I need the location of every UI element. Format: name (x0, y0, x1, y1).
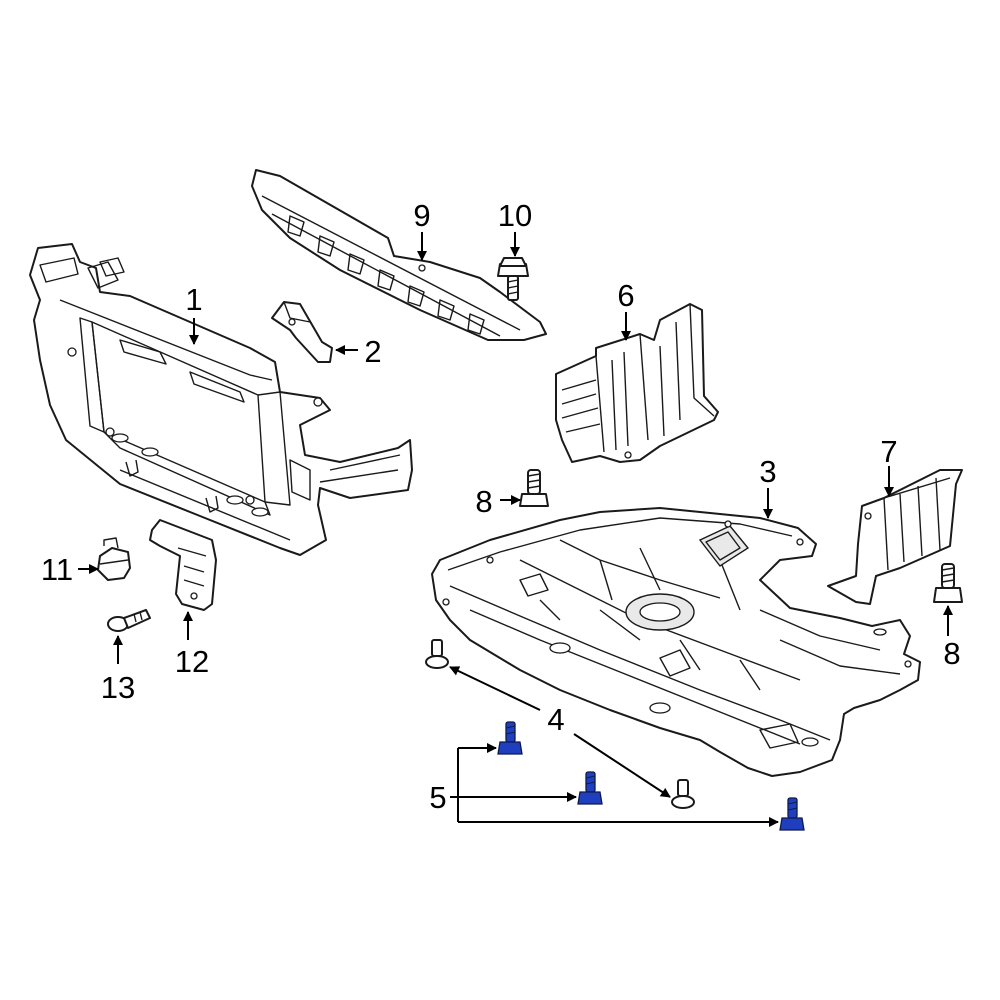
callout-6: 6 (617, 278, 634, 313)
push-pin-part-13 (107, 609, 151, 632)
callout-1: 1 (185, 282, 202, 317)
splash-shield-part-6 (555, 303, 719, 463)
bracket-plate-part-12 (149, 519, 217, 611)
deflector-part-7 (827, 469, 963, 605)
leader-4-right (573, 733, 671, 798)
bracket-part-2 (271, 301, 333, 363)
radiator-support-part-1 (29, 243, 413, 556)
bolt-part-8-right (933, 563, 963, 603)
blue-bolt-part-5-a (497, 721, 523, 755)
callout-8-right: 8 (943, 636, 960, 671)
blue-bolt-part-5-c (779, 797, 805, 831)
callout-9: 9 (413, 198, 430, 233)
callout-3: 3 (759, 454, 776, 489)
callout-labels: 1 2 3 4 5 6 7 8 8 9 10 11 12 13 (41, 198, 961, 815)
callout-8-left: 8 (475, 484, 492, 519)
blue-bolt-part-5-b (577, 771, 603, 805)
callout-2: 2 (364, 334, 381, 369)
callout-5: 5 (429, 780, 446, 815)
callout-10: 10 (498, 198, 532, 233)
callout-11: 11 (41, 552, 73, 587)
retainer-part-4-left (425, 639, 449, 669)
callout-13: 13 (101, 670, 135, 705)
retainer-part-4-right (671, 779, 695, 809)
callout-7: 7 (880, 434, 897, 469)
leader-lines (78, 232, 953, 827)
callout-12: 12 (175, 644, 209, 679)
bolt-part-8-left (519, 469, 549, 507)
bolt-part-10 (497, 257, 529, 301)
callout-4: 4 (547, 702, 564, 737)
leader-4-left (449, 666, 541, 711)
under-cover-part-3 (431, 507, 921, 777)
clip-part-11 (97, 537, 131, 581)
absorber-part-9 (251, 169, 547, 341)
